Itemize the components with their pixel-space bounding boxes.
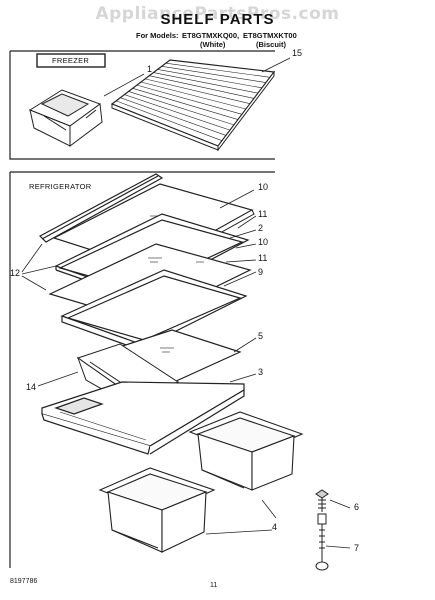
freezer-bin-part: [28, 89, 103, 147]
callout-15: 15: [292, 48, 303, 58]
callout-lines-12: [21, 243, 57, 291]
callout-11-lower: 11: [258, 253, 268, 263]
callout-2: 2: [258, 223, 264, 233]
shelf-rail-left-upper: [39, 173, 164, 243]
callout-line-14: [37, 371, 79, 387]
callout-lines-4: [205, 499, 277, 535]
callout-5: 5: [258, 331, 264, 341]
refrigerator-section-frame: [9, 171, 275, 568]
freezer-label-box: [36, 53, 106, 68]
callout-line-15: [261, 57, 291, 73]
callout-4: 4: [272, 522, 278, 532]
page-number: 11: [210, 582, 218, 589]
callout-line-3: [229, 373, 257, 383]
callout-12: 12: [10, 268, 21, 278]
callout-10-upper: 10: [258, 182, 269, 192]
model-color-biscuit: (Biscuit): [256, 40, 286, 49]
model-color-white: (White): [200, 40, 226, 49]
callout-line-5: [233, 337, 257, 353]
crisper-frame: [41, 381, 245, 455]
models-prefix: For Models:: [136, 31, 179, 40]
page-title: SHELF PARTS: [160, 11, 275, 28]
callout-11-upper: 11: [258, 209, 268, 219]
callout-7: 7: [354, 543, 360, 553]
roller-foot-part: [315, 513, 329, 571]
document-number: 8197786: [10, 578, 38, 585]
refrigerator-section-label: REFRIGERATOR: [29, 182, 92, 191]
callout-14: 14: [26, 382, 37, 392]
callout-9: 9: [258, 267, 264, 277]
freezer-section-label: FREEZER: [52, 56, 90, 65]
callout-6: 6: [354, 502, 360, 512]
watermark: AppliancePartsPros.com: [95, 4, 340, 24]
callout-10-lower: 10: [258, 237, 269, 247]
freezer-section-frame: [9, 50, 275, 160]
callout-lines-right: [219, 189, 257, 287]
crisper-drawer-right: [188, 411, 304, 491]
callout-3: 3: [258, 367, 264, 377]
leveling-screw-part: [315, 489, 329, 512]
model-number-white: ET8GTMXKQ00,: [182, 31, 240, 40]
model-number-biscuit: ET8GTMXKT00: [243, 31, 297, 40]
callout-line-1: [103, 73, 145, 97]
crisper-drawer-left: [98, 467, 216, 553]
callout-lines-6-7: [325, 499, 351, 549]
freezer-wire-shelf-part: [110, 59, 276, 152]
callout-1: 1: [147, 64, 153, 74]
